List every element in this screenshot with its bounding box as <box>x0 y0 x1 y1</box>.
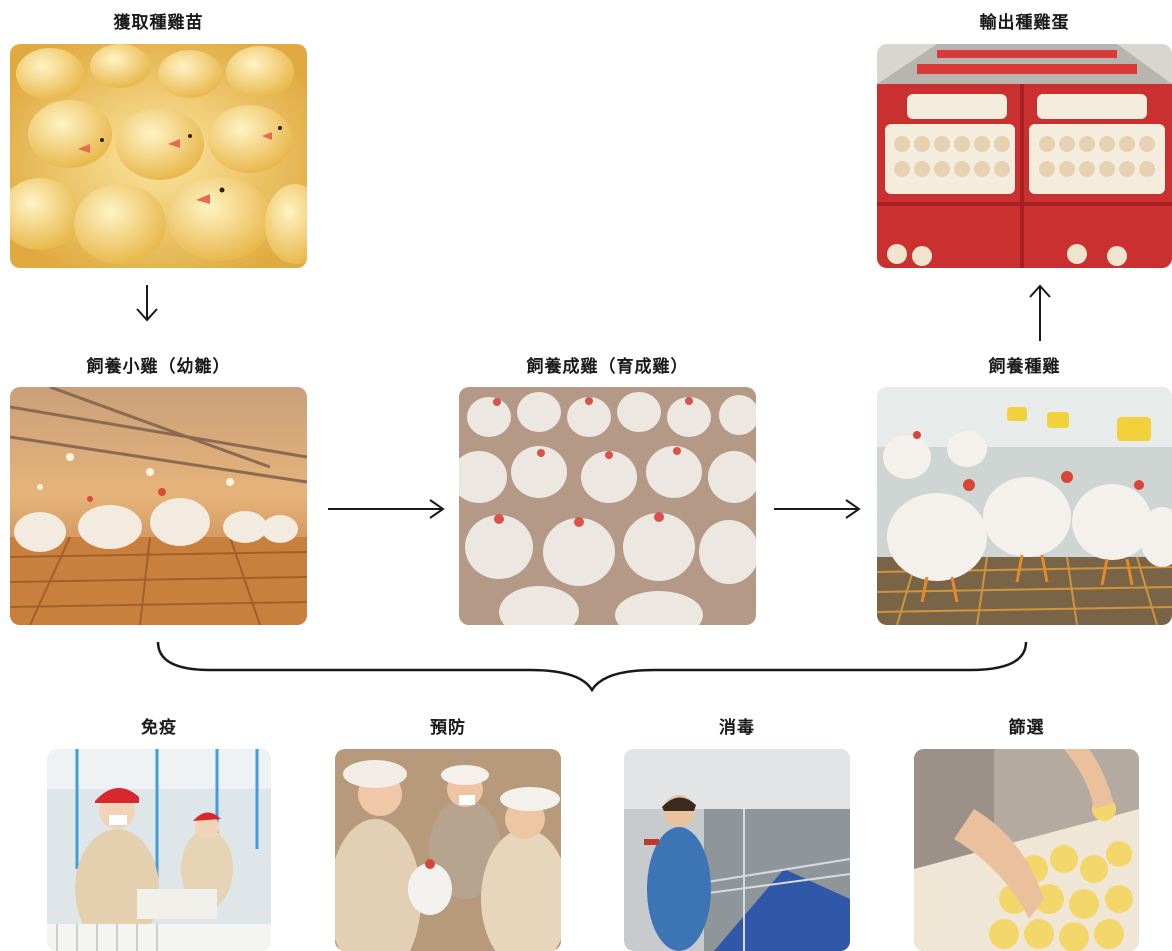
egg-crates-photo <box>877 44 1172 268</box>
immunization-photo <box>47 749 271 951</box>
label-raise-grower: 飼養成雞（育成雞） <box>526 357 689 377</box>
label-raise-young: 飼養小雞（幼雛） <box>86 357 231 377</box>
curly-brace-icon <box>156 641 1028 693</box>
disinfection-photo <box>624 749 850 951</box>
chicks-photo <box>10 44 307 268</box>
label-screening: 篩選 <box>1008 718 1045 738</box>
arrow-down-icon <box>136 285 158 322</box>
label-output-eggs: 輸出種雞蛋 <box>979 13 1070 33</box>
label-disinfection: 消毒 <box>719 718 755 738</box>
grower-flock-photo <box>459 387 756 625</box>
arrow-right-icon <box>328 499 445 519</box>
arrow-right-icon <box>774 499 861 519</box>
breeder-hens-photo <box>877 387 1172 625</box>
label-prevention: 預防 <box>430 718 466 738</box>
prevention-photo <box>335 749 561 951</box>
screening-photo <box>914 749 1139 951</box>
young-chickens-barn-photo <box>10 387 307 625</box>
label-immunization: 免疫 <box>141 718 177 738</box>
label-get-chicks: 獲取種雞苗 <box>113 13 204 33</box>
arrow-up-icon <box>1029 284 1051 341</box>
label-raise-breeder: 飼養種雞 <box>988 357 1061 377</box>
